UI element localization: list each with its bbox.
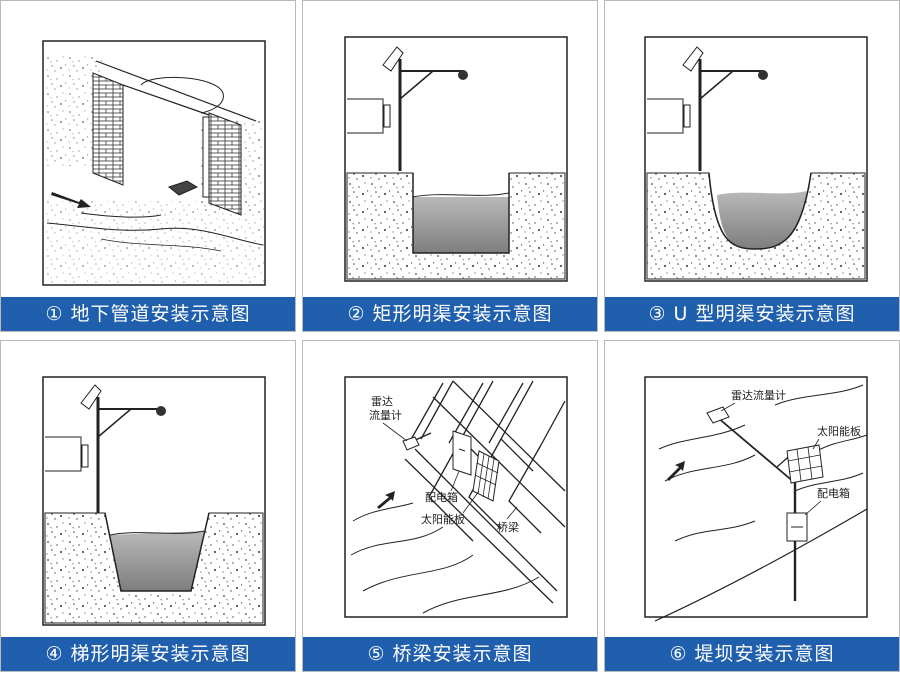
label-solar-panel: 太阳能板 xyxy=(817,424,861,438)
panel-u-channel: ③ U 型明渠安装示意图 xyxy=(604,0,900,332)
label-radar-line2: 流量计 xyxy=(369,408,402,422)
label-solar-panel: 太阳能板 xyxy=(421,512,465,526)
panel-rectangular-channel: ② 矩形明渠安装示意图 xyxy=(302,0,598,332)
dam-drawing: 雷达流量计 太阳能板 配电箱 xyxy=(644,376,868,622)
panel-underground-pipe: ① 地下管道安装示意图 xyxy=(0,0,296,332)
panel-dam: 雷达流量计 太阳能板 配电箱 ⑥ 堤坝安装示意图 xyxy=(604,340,900,672)
label-radar-line1: 雷达 xyxy=(371,395,393,408)
label-distribution-box: 配电箱 xyxy=(817,486,850,500)
trapezoid-channel-drawing xyxy=(42,376,266,626)
u-channel-drawing xyxy=(644,36,868,282)
underground-pipe-drawing xyxy=(42,40,266,286)
panel-bridge: 雷达 流量计 配电箱 太阳能板 桥梁 ⑤ 桥梁安装示意图 xyxy=(302,340,598,672)
panel-caption: ④ 梯形明渠安装示意图 xyxy=(1,637,295,671)
panel-caption: ⑥ 堤坝安装示意图 xyxy=(605,637,899,671)
bridge-drawing: 雷达 流量计 配电箱 太阳能板 桥梁 xyxy=(344,376,568,618)
panel-trapezoid-channel: ④ 梯形明渠安装示意图 xyxy=(0,340,296,672)
panel-caption: ③ U 型明渠安装示意图 xyxy=(605,297,899,331)
panel-caption: ① 地下管道安装示意图 xyxy=(1,297,295,331)
label-radar-flowmeter: 雷达流量计 xyxy=(731,388,786,402)
label-distribution-box: 配电箱 xyxy=(425,490,458,504)
panel-caption: ② 矩形明渠安装示意图 xyxy=(303,297,597,331)
panel-caption: ⑤ 桥梁安装示意图 xyxy=(303,637,597,671)
label-bridge: 桥梁 xyxy=(497,520,519,534)
rectangular-channel-drawing xyxy=(344,36,568,282)
